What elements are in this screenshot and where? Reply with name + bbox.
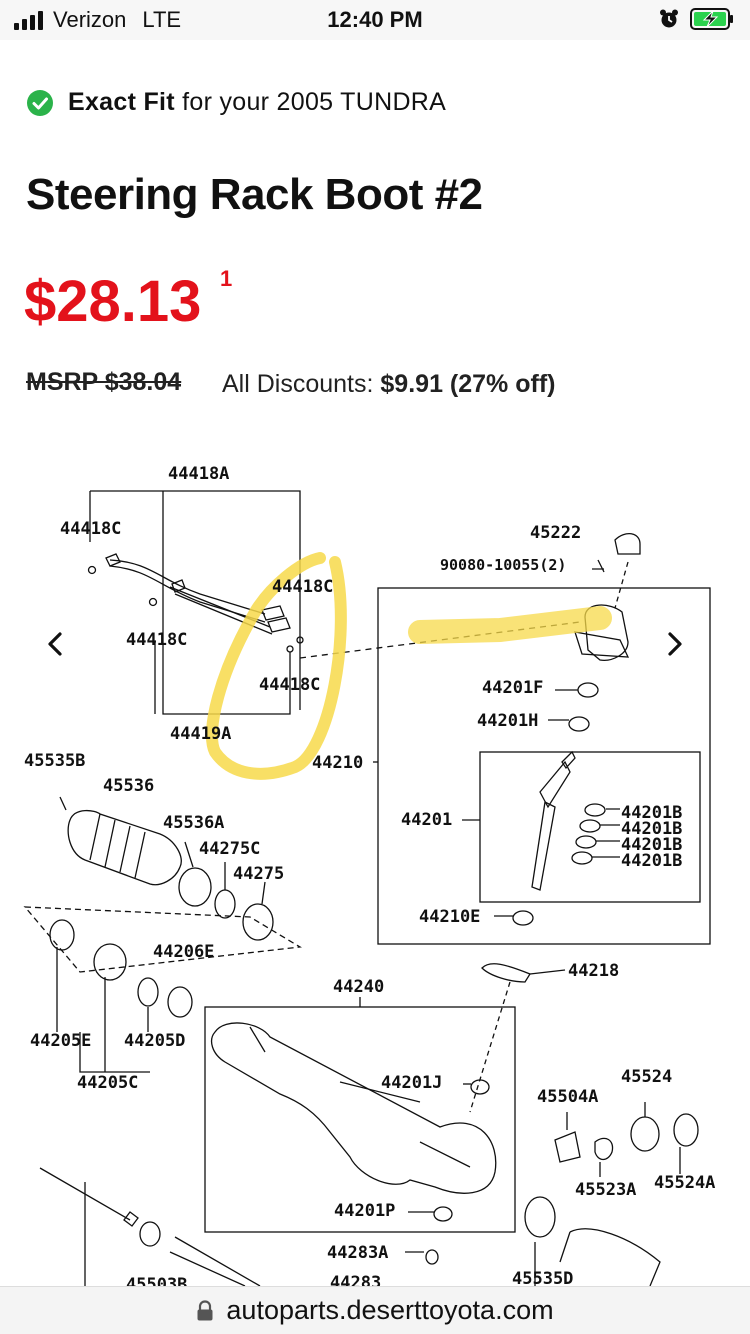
part-label: 44419A: [170, 724, 231, 744]
part-label: 44418C: [259, 675, 320, 695]
msrp-price: MSRP $38.04: [26, 368, 182, 396]
part-label: 44201J: [381, 1073, 442, 1093]
part-label: 44205D: [124, 1031, 185, 1051]
status-time: 12:40 PM: [327, 7, 423, 32]
part-label: 45524: [621, 1067, 672, 1087]
url-text[interactable]: autoparts.deserttoyota.com: [226, 1295, 554, 1325]
part-label: 44283: [330, 1273, 381, 1286]
part-label: 44201P: [334, 1201, 395, 1221]
part-label: 44206E: [153, 942, 214, 962]
part-label: 44201: [401, 810, 452, 830]
highlight-stroke-mark: [408, 606, 612, 644]
part-label: 44418A: [168, 464, 229, 484]
part-label: 44275C: [199, 839, 260, 859]
product-title: Steering Rack Boot #2: [26, 170, 483, 219]
part-label: 44418C: [60, 519, 121, 539]
part-label: 44201F: [482, 678, 543, 698]
parts-diagram: 44418A 44418C 90080-10055(2) 45222 44418…: [23, 464, 715, 1286]
part-label: 45535D: [512, 1269, 573, 1286]
status-left: Verizon LTE: [14, 7, 181, 33]
part-label: 45536: [103, 776, 154, 796]
part-label: 44218: [568, 961, 619, 981]
part-label: 45222: [530, 523, 581, 543]
status-bar: Verizon LTE 12:40 PM: [0, 0, 750, 40]
lock-icon: [197, 1299, 213, 1320]
discounts-summary: All Discounts: $9.91 (27% off): [222, 370, 555, 399]
part-label: 44275: [233, 864, 284, 884]
part-label: 44418C: [126, 630, 187, 650]
status-right: [658, 7, 736, 31]
part-label: 45503B: [126, 1275, 187, 1286]
signal-bars-icon: [14, 10, 43, 30]
part-label: 44201B: [621, 819, 682, 839]
part-label: 44210E: [419, 907, 480, 927]
part-label: 45536A: [163, 813, 224, 833]
vehicle-text: for your 2005 TUNDRA: [182, 88, 447, 116]
part-label: 45524A: [654, 1173, 715, 1193]
part-label: 45535B: [24, 751, 85, 771]
carrier-name: Verizon: [53, 7, 127, 32]
exact-fit-label: Exact Fit: [68, 88, 175, 116]
part-label: 90080-10055(2): [440, 556, 566, 574]
carousel-prev-button[interactable]: [45, 631, 85, 675]
product-price: $28.13: [24, 269, 202, 334]
discounts-value: $9.91 (27% off): [380, 370, 556, 398]
part-label: 44201B: [621, 851, 682, 871]
price-footnote-marker[interactable]: 1: [220, 266, 233, 291]
parts-diagram-carousel[interactable]: 44418A 44418C 90080-10055(2) 45222 44418…: [0, 462, 750, 1286]
part-label: 44201B: [621, 803, 682, 823]
highlight-circle-mark: [206, 552, 347, 780]
network-type: LTE: [142, 7, 182, 32]
part-label: 44205E: [30, 1031, 91, 1051]
part-label: 44205C: [77, 1073, 138, 1093]
carousel-next-button[interactable]: [665, 631, 705, 675]
chevron-left-icon: [48, 632, 62, 656]
discounts-label: All Discounts:: [222, 370, 374, 398]
part-label: 44283A: [327, 1243, 388, 1263]
chevron-right-icon: [668, 632, 682, 656]
part-label: 44240: [333, 977, 384, 997]
check-circle-icon: [27, 89, 53, 116]
battery-charging-icon: [690, 8, 733, 30]
alarm-icon: [660, 9, 678, 28]
part-label: 44201H: [477, 711, 538, 731]
part-label: 44418C: [272, 577, 333, 597]
part-label: 44210: [312, 753, 363, 773]
part-label: 44201B: [621, 835, 682, 855]
part-label: 45523A: [575, 1180, 636, 1200]
url-bar[interactable]: autoparts.deserttoyota.com: [0, 1286, 750, 1334]
part-label: 45504A: [537, 1087, 598, 1107]
exact-fit-banner: Exact Fit for your 2005 TUNDRA: [26, 88, 446, 117]
